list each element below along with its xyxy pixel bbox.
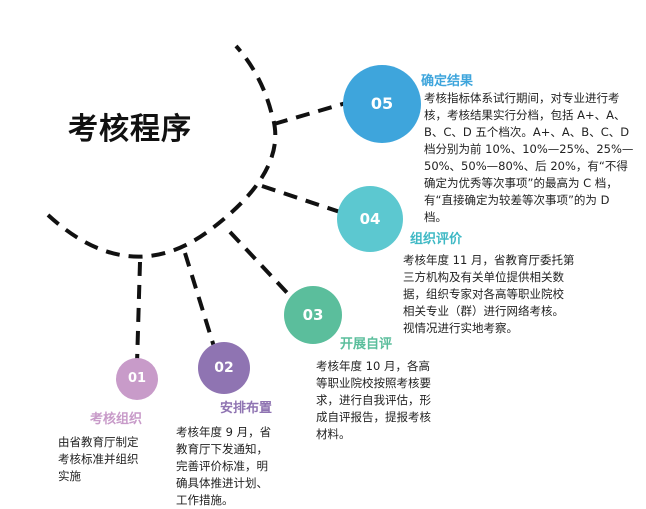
page-title: 考核程序 <box>68 112 192 147</box>
connector-02 <box>183 252 217 351</box>
step-03-title: 开展自评 <box>340 337 393 352</box>
step-04-title: 组织评价 <box>410 232 463 247</box>
connector-05 <box>273 101 347 126</box>
step-01-desc: 由省教育厅制定考核标准并组织实施 <box>58 435 139 483</box>
connector-01 <box>135 261 142 365</box>
step-05-title: 确定结果 <box>421 74 474 89</box>
step-05-desc: 考核指标体系试行期间，对专业进行考核，考核结果实行分档，包括 A+、A、B、C、… <box>424 91 634 224</box>
step-04-number: 04 <box>359 210 381 228</box>
step-04-circle: 04 <box>337 186 403 252</box>
step-03-number: 03 <box>302 306 324 324</box>
connector-04 <box>261 184 341 214</box>
step-04-desc: 考核年度 11 月，省教育厅委托第三方机构及有关单位提供相关数据，组织专家对各高… <box>403 253 575 335</box>
step-02-title: 安排布置 <box>220 401 273 416</box>
step-02-number: 02 <box>214 360 234 376</box>
step-03-circle: 03 <box>284 286 342 344</box>
step-02-circle: 02 <box>198 342 250 394</box>
step-05-circle: 05 <box>343 65 421 143</box>
connector-03 <box>228 230 294 300</box>
step-01-circle: 01 <box>116 358 158 400</box>
step-01-number: 01 <box>127 371 147 386</box>
step-03-desc: 考核年度 10 月，各高等职业院校按照考核要求，进行自我评估，形成自评报告，提报… <box>316 359 431 441</box>
step-05-number: 05 <box>370 94 394 113</box>
step-02-desc: 考核年度 9 月，省教育厅下发通知，完善评价标准，明确具体推进计划、工作措施。 <box>176 425 272 507</box>
central-arc <box>46 44 278 259</box>
step-01-title: 考核组织 <box>90 412 143 427</box>
